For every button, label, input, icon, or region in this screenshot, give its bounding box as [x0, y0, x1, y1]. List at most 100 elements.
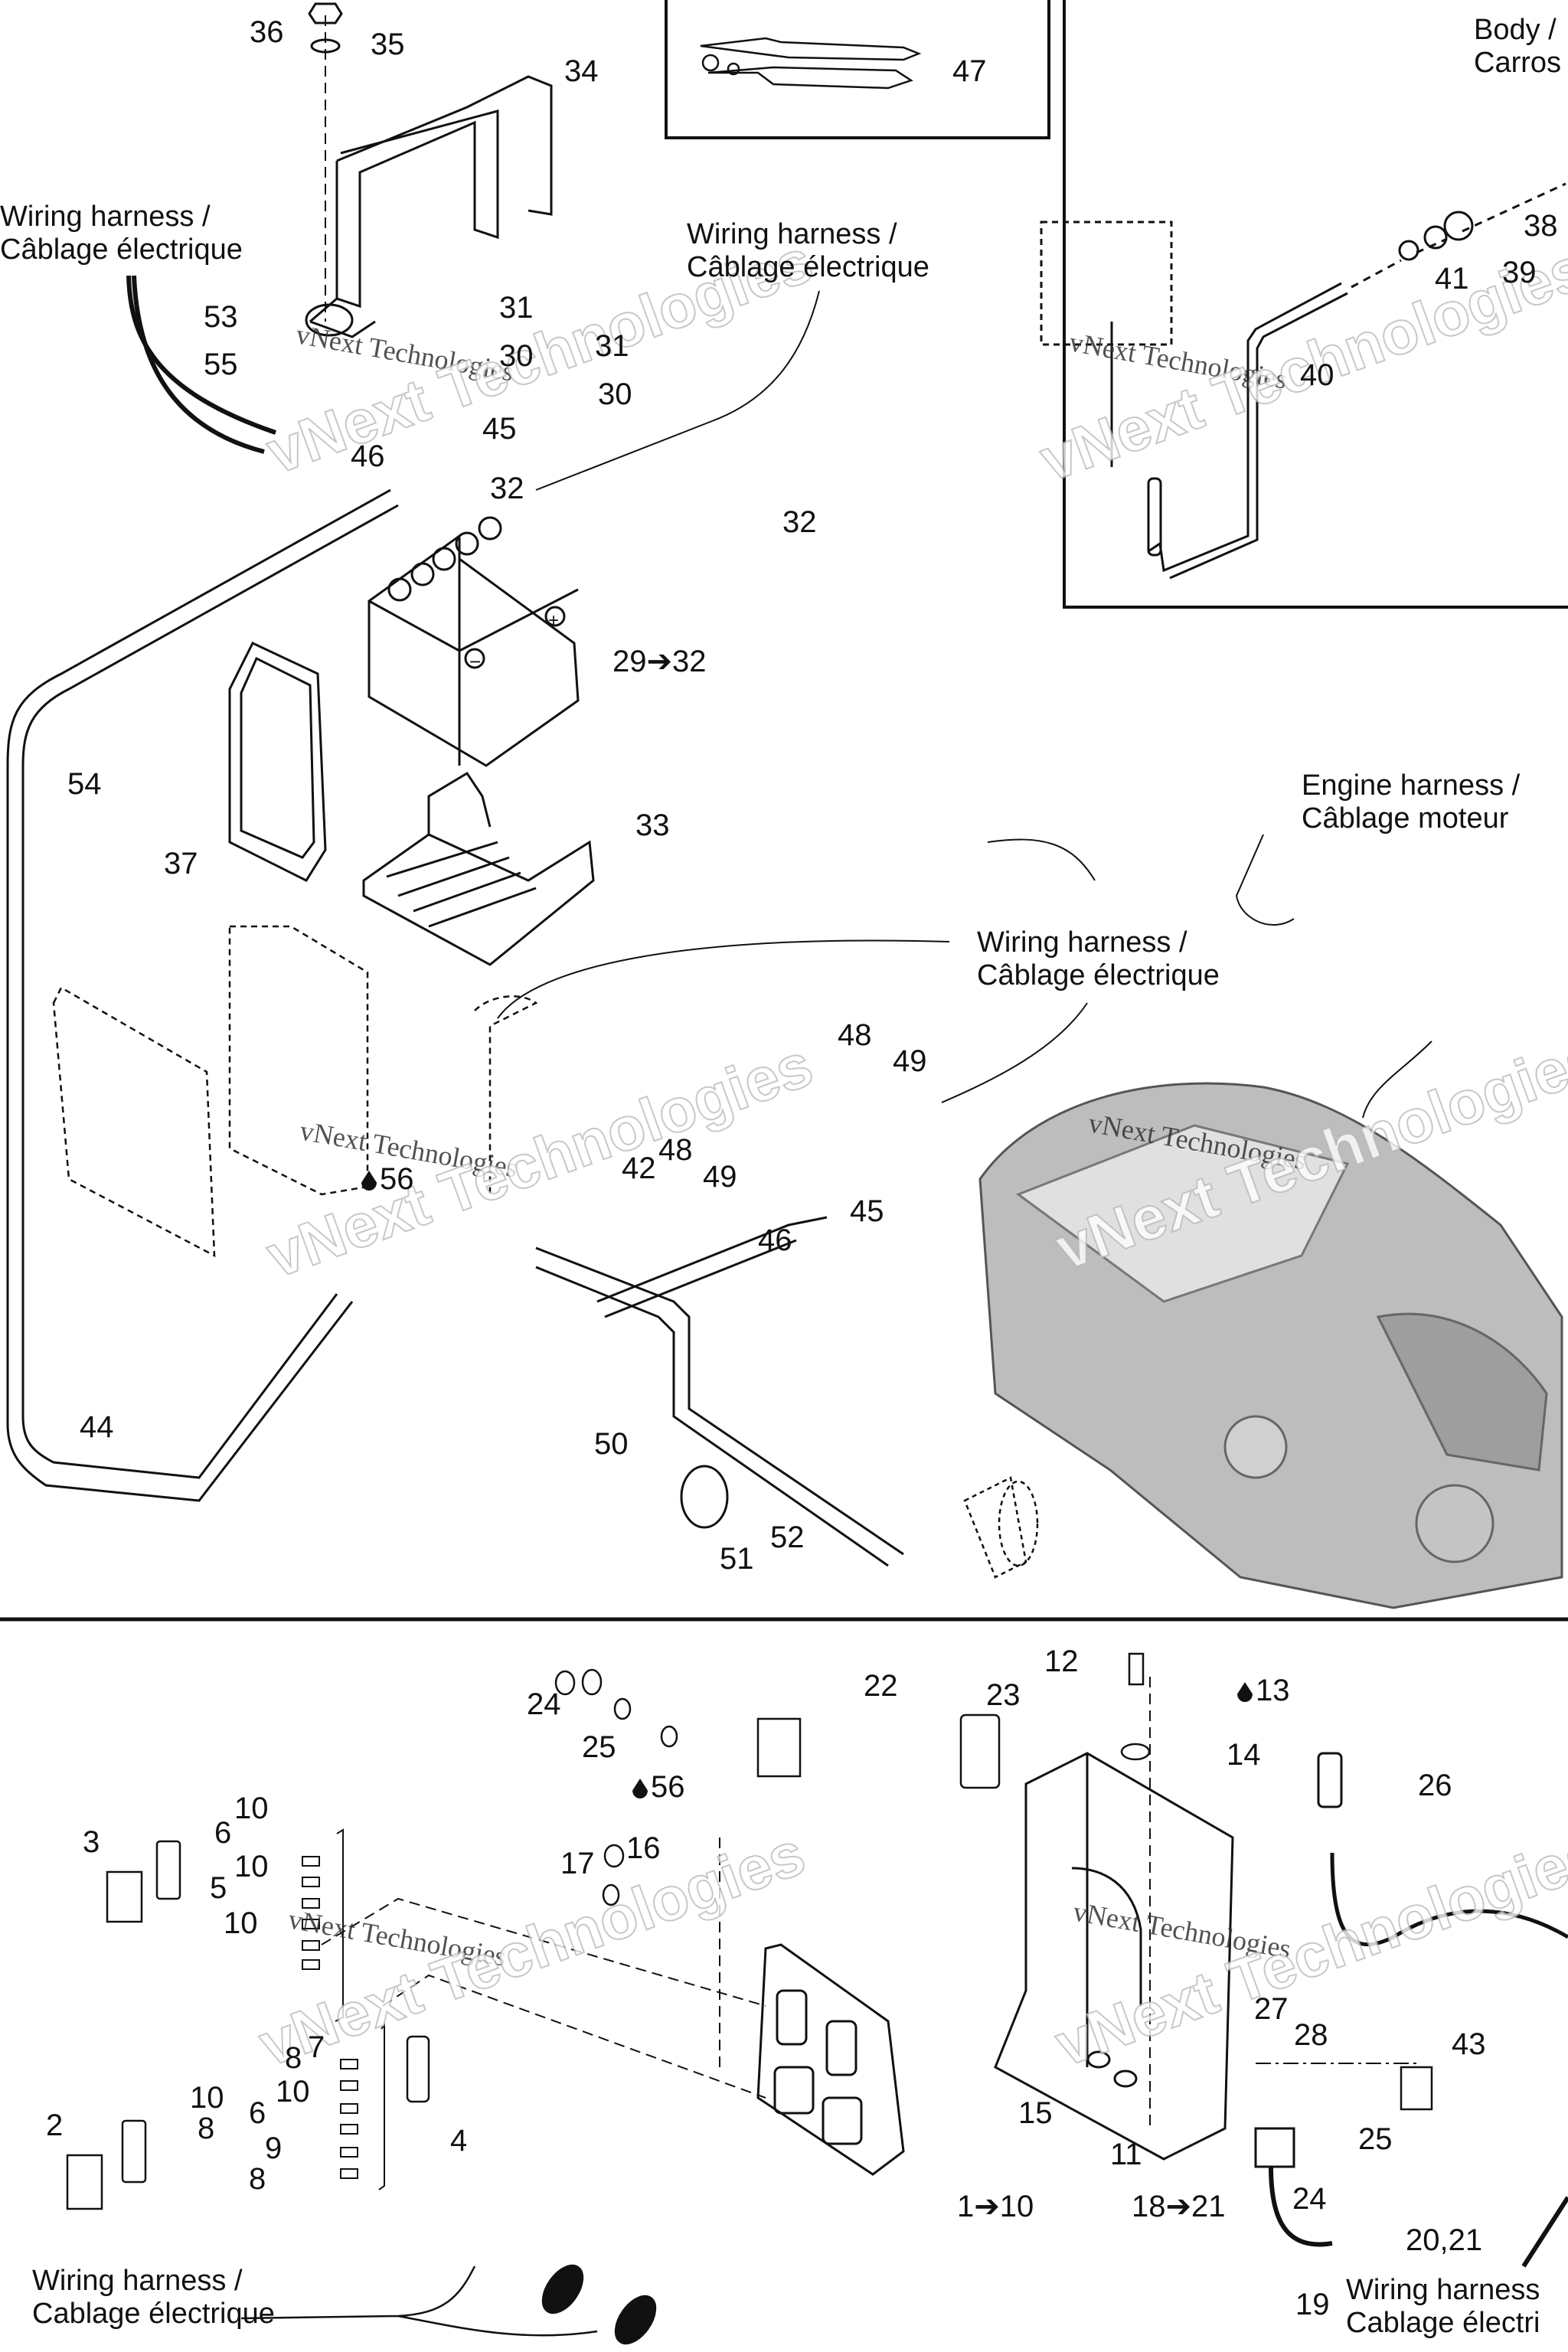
- callout-40: 40: [1300, 358, 1334, 392]
- callout-18-21: 18➔21: [1132, 2190, 1226, 2223]
- sealant-drop-icon: [1237, 1682, 1253, 1702]
- starter-motor-icon: [963, 1476, 1039, 1579]
- callout-46: 46: [758, 1223, 792, 1257]
- note-body: Body / Carros: [1474, 14, 1562, 79]
- callout-3: 3: [83, 1825, 100, 1859]
- engine-icon: [978, 1082, 1563, 1609]
- callout-34: 34: [564, 54, 599, 88]
- callout-10: 10: [234, 1792, 269, 1825]
- callout-23: 23: [986, 1678, 1021, 1712]
- ground-cable: [6, 488, 391, 1502]
- battery-bracket-icon: [305, 75, 553, 338]
- callout-10: 10: [190, 2081, 224, 2115]
- callout-42: 42: [622, 1152, 656, 1185]
- vent-inset-box: [1063, 0, 1568, 609]
- callout-8: 8: [249, 2162, 266, 2196]
- callout-30: 30: [499, 339, 534, 373]
- callout-53: 53: [204, 300, 238, 334]
- callout-36: 36: [250, 15, 284, 49]
- callout-28: 28: [1294, 2018, 1328, 2052]
- callout-26: 26: [1418, 1769, 1452, 1802]
- harness-arrow-line: [497, 939, 950, 1019]
- ecm-bracket-icon: [994, 1752, 1234, 2161]
- battery-icon: [368, 516, 580, 767]
- crimp-tool-icon: [700, 37, 922, 90]
- relay-3-icon: [106, 1840, 181, 1923]
- callout-55: 55: [204, 348, 238, 381]
- callout-10: 10: [234, 1850, 269, 1883]
- harness-wire: [132, 275, 265, 454]
- vent-tube-icon: [1040, 182, 1566, 580]
- callout-35: 35: [371, 28, 405, 61]
- ecm-module-icon: [756, 1943, 905, 2176]
- callout-4: 4: [450, 2124, 468, 2158]
- callout-29-32: 29➔32: [612, 645, 707, 678]
- callout-19: 19: [1295, 2288, 1330, 2321]
- callout-1-10: 1➔10: [957, 2190, 1034, 2223]
- callout-56: 56: [632, 1772, 685, 1802]
- callout-31: 31: [499, 291, 534, 325]
- callout-14: 14: [1227, 1738, 1261, 1772]
- harness-arrow-line: [535, 290, 820, 491]
- callout-31: 31: [595, 329, 629, 363]
- positive-cable: [535, 1266, 889, 1567]
- note-wiring-harness: Wiring harness / Câblage électrique: [977, 926, 1220, 991]
- callout-10: 10: [276, 2075, 310, 2109]
- fasteners-bottom-icon: [554, 1652, 1151, 1906]
- cable-46: [596, 1216, 828, 1303]
- callout-32: 32: [490, 472, 524, 505]
- connector-harness-icon: [240, 2264, 657, 2345]
- harness-arrow-line: [1362, 1040, 1432, 1119]
- callout-25: 25: [582, 1730, 616, 1764]
- callout-5: 5: [210, 1871, 227, 1905]
- callout-text: 56: [651, 1770, 685, 1804]
- harness-arrow-line: [987, 838, 1096, 881]
- callout-49: 49: [893, 1044, 927, 1078]
- callout-41: 41: [1435, 262, 1469, 296]
- callout-50: 50: [594, 1427, 629, 1461]
- callout-16: 16: [626, 1831, 661, 1865]
- callout-54: 54: [67, 767, 102, 801]
- callout-13: 13: [1237, 1675, 1290, 1706]
- callout-27: 27: [1254, 1992, 1289, 2026]
- callout-48: 48: [838, 1018, 872, 1052]
- cable-46: [604, 1239, 797, 1318]
- callout-39: 39: [1502, 256, 1537, 289]
- callout-24: 24: [527, 1687, 561, 1721]
- callout-43: 43: [1452, 2027, 1486, 2061]
- callout-52: 52: [770, 1521, 805, 1554]
- positive-cable: [535, 1246, 904, 1556]
- relay-22-icon: [756, 1717, 802, 1778]
- callout-49: 49: [703, 1160, 737, 1194]
- battery-tray-icon: [362, 771, 595, 966]
- callout-46: 46: [351, 439, 385, 473]
- note-wiring-harness: Wiring harness / Cablage électrique: [32, 2265, 275, 2330]
- callout-15: 15: [1018, 2096, 1053, 2130]
- callout-17: 17: [560, 1847, 595, 1880]
- callout-32: 32: [782, 505, 817, 539]
- note-wiring-harness: Wiring harness / Câblage électrique: [687, 218, 929, 283]
- solenoid-18-icon: [1254, 2127, 1333, 2247]
- callout-11: 11: [1110, 2138, 1142, 2171]
- nut-35-icon: [308, 2, 343, 24]
- callout-45: 45: [850, 1194, 884, 1228]
- sealant-drop-icon: [361, 1171, 377, 1191]
- gasket-icon: [228, 642, 327, 882]
- harness-arrow-line: [1235, 834, 1295, 926]
- battery-positive-icon: +: [548, 610, 559, 631]
- callout-20-21: 20,21: [1406, 2223, 1483, 2257]
- callout-45: 45: [482, 412, 517, 446]
- callout-8: 8: [198, 2112, 215, 2145]
- callout-48: 48: [658, 1133, 693, 1167]
- ground-cable: [21, 504, 399, 1479]
- callout-6: 6: [214, 1816, 232, 1850]
- callout-38: 38: [1524, 209, 1558, 243]
- callout-24: 24: [1292, 2182, 1327, 2216]
- callout-6: 6: [249, 2096, 266, 2130]
- boot-50-icon: [680, 1465, 729, 1529]
- callout-30: 30: [598, 377, 632, 411]
- callout-44: 44: [80, 1410, 114, 1444]
- harness-wire: [126, 275, 276, 435]
- harness-arrow-line: [1521, 2196, 1568, 2268]
